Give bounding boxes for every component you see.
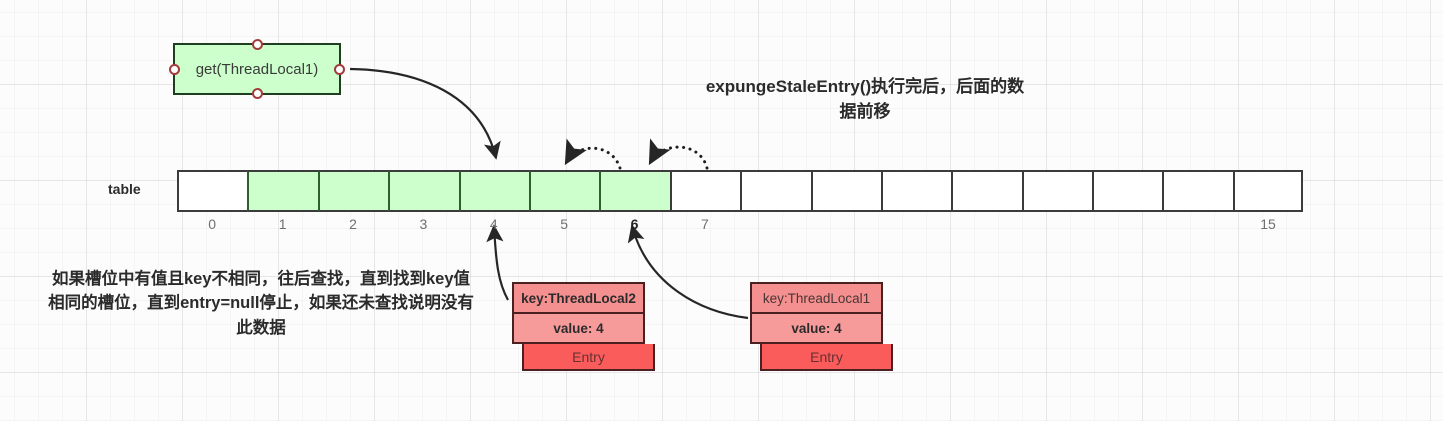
table-index-label [1022, 216, 1092, 236]
table-cell[interactable] [1232, 170, 1304, 212]
table-cell[interactable] [951, 170, 1022, 212]
get-node-label: get(ThreadLocal1) [195, 60, 319, 78]
connection-handle-right-icon[interactable] [334, 63, 345, 75]
table-index-label: 6 [630, 216, 639, 232]
get-threadlocal1-node[interactable]: get(ThreadLocal1) [169, 39, 345, 99]
table-cell[interactable] [458, 170, 529, 212]
title-note: expungeStaleEntry()执行完后，后面的数据前移 [705, 77, 1025, 121]
table-cell[interactable] [599, 170, 670, 212]
table-index-label: 15 [1260, 216, 1276, 232]
entry-key-label: key:ThreadLocal1 [750, 282, 883, 313]
table-index-label: 2 [349, 216, 357, 232]
table-index-label: 5 [560, 216, 569, 232]
table-cell[interactable] [669, 170, 741, 212]
table-cell[interactable] [177, 170, 248, 212]
table-cell[interactable] [317, 170, 389, 212]
table-cell[interactable] [388, 170, 459, 212]
table-cell[interactable] [740, 170, 811, 212]
table-index-label: 7 [701, 216, 709, 232]
table-cell[interactable] [1162, 170, 1233, 212]
arrow-shift-6-to-5 [564, 138, 622, 170]
table-cell[interactable] [247, 170, 318, 212]
table-index-label [1092, 216, 1162, 236]
table-index-label [740, 216, 810, 236]
entry-card-threadlocal2[interactable]: key:ThreadLocal2 value: 4 Entry [512, 282, 655, 371]
connection-handle-bottom-icon[interactable] [251, 88, 263, 99]
connection-handle-left-icon[interactable] [169, 63, 180, 75]
arrow-shift-7-to-6 [648, 138, 709, 170]
table-index-label [811, 216, 881, 236]
entry-value-label: value: 4 [512, 313, 645, 344]
table-cell[interactable] [810, 170, 881, 212]
table-cell[interactable] [528, 170, 600, 212]
entry-footer-label: Entry [522, 344, 655, 371]
table-index-label: 0 [208, 216, 217, 232]
table-cell[interactable] [1021, 170, 1093, 212]
arrow-entry1-to-slot-6 [627, 224, 749, 320]
table-cell[interactable] [1092, 170, 1163, 212]
arrow-get-to-slot-4 [349, 67, 501, 160]
entry-footer-label: Entry [760, 344, 893, 371]
connection-handle-top-icon[interactable] [251, 39, 263, 50]
table-index-label: 4 [489, 216, 498, 232]
table-index-label [881, 216, 951, 236]
lookup-rule-note: 如果槽位中有值且key不相同，往后查找，直到找到key值相同的槽位，直到entr… [48, 270, 474, 337]
table-index-label: 3 [419, 216, 428, 232]
table-label: table [108, 181, 141, 197]
table-index-label: 1 [278, 216, 287, 232]
table-cells-row [177, 170, 1304, 212]
entry-value-label: value: 4 [750, 313, 883, 344]
table-index-label [951, 216, 1021, 236]
arrow-entry2-to-slot-4 [486, 224, 509, 301]
entry-card-threadlocal1[interactable]: key:ThreadLocal1 value: 4 Entry [750, 282, 893, 371]
table-cell[interactable] [880, 170, 952, 212]
table-index-row: 0 1 2 3 4 5 6 7 15 [177, 216, 1303, 236]
entry-key-label: key:ThreadLocal2 [512, 282, 645, 313]
table-index-label [1162, 216, 1232, 236]
